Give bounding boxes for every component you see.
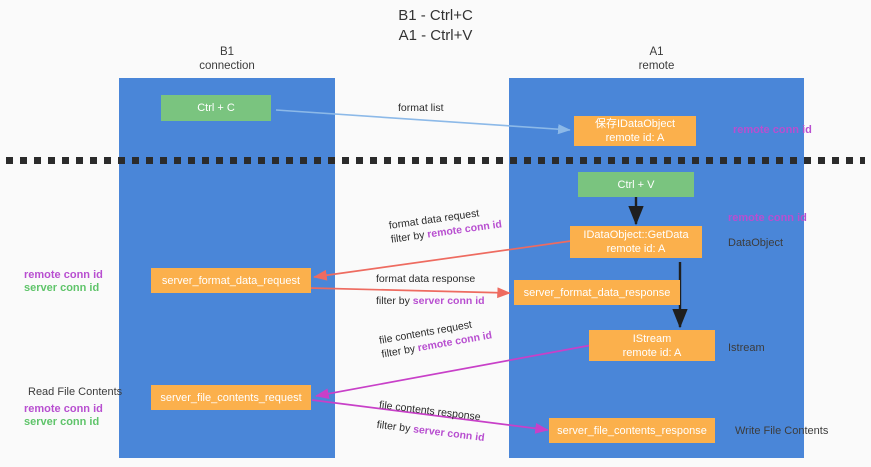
annotation-right-top-remote-conn-id: remote conn id bbox=[733, 124, 812, 136]
node-server-format-data-request-label: server_format_data_request bbox=[161, 274, 301, 287]
node-server-file-contents-response-label: server_file_contents_response bbox=[557, 424, 707, 437]
node-save-idataobject[interactable]: 保存IDataObject remote id: A bbox=[574, 116, 696, 146]
node-ctrl-v-label: Ctrl + V bbox=[617, 178, 655, 191]
annotation-right-mid-remote-conn-id: remote conn id bbox=[728, 212, 807, 224]
annotation-left-read-file-contents: Read File Contents bbox=[28, 386, 123, 398]
node-server-file-contents-request[interactable]: server_file_contents_request bbox=[151, 385, 311, 410]
column-header-b1-role: connection bbox=[199, 60, 255, 72]
node-save-idataobject-line2: remote id: A bbox=[605, 132, 665, 144]
edge-label-format-data-response-line2: filter by server conn id bbox=[376, 294, 485, 308]
edge-label-file-contents-request: file contents request filter by remote c… bbox=[378, 315, 493, 362]
edge-label-file-contents-response-highlight: server conn id bbox=[412, 423, 486, 444]
edge-label-format-data-request-prefix: filter by bbox=[390, 228, 429, 246]
node-idataobject-getdata[interactable]: IDataObject::GetData remote id: A bbox=[570, 226, 702, 258]
node-save-idataobject-line1: 保存IDataObject bbox=[594, 118, 676, 130]
node-server-file-contents-response[interactable]: server_file_contents_response bbox=[549, 418, 715, 443]
edge-label-format-list-text: format list bbox=[398, 102, 444, 114]
edge-label-format-data-request: format data request filter by remote con… bbox=[388, 203, 503, 246]
column-header-b1: B1 connection bbox=[119, 45, 335, 73]
column-header-a1-name: A1 bbox=[649, 46, 664, 58]
edge-label-file-contents-response-prefix: filter by bbox=[375, 418, 414, 436]
node-server-format-data-request[interactable]: server_format_data_request bbox=[151, 268, 311, 293]
annotation-left-remote-conn-id: remote conn id bbox=[24, 269, 103, 281]
node-istream-line1: IStream bbox=[632, 332, 672, 345]
node-istream-line2: remote id: A bbox=[622, 346, 682, 359]
title-line-2: A1 - Ctrl+V bbox=[398, 27, 473, 44]
node-server-file-contents-request-label: server_file_contents_request bbox=[160, 391, 302, 404]
column-header-a1: A1 remote bbox=[509, 45, 804, 73]
annotation-left-server-conn-id: server conn id bbox=[24, 282, 100, 294]
annotation-left-server-conn-id-2: server conn id bbox=[24, 416, 100, 428]
node-idataobject-getdata-line1: IDataObject::GetData bbox=[583, 229, 689, 241]
title-line-1: B1 - Ctrl+C bbox=[398, 7, 473, 24]
node-ctrl-c[interactable]: Ctrl + C bbox=[161, 95, 271, 121]
column-header-b1-name: B1 bbox=[219, 46, 235, 58]
edge-label-format-data-response: format data response filter by server co… bbox=[376, 272, 485, 308]
node-server-format-data-response[interactable]: server_format_data_response bbox=[514, 280, 680, 305]
annotation-right-write-file-contents: Write File Contents bbox=[735, 425, 829, 437]
node-istream[interactable]: IStream remote id: A bbox=[589, 330, 715, 361]
edge-label-file-contents-response: file contents response filter by server … bbox=[376, 398, 488, 445]
edge-label-format-data-response-line1: format data response bbox=[376, 273, 476, 285]
node-server-format-data-response-label: server_format_data_response bbox=[523, 286, 671, 299]
node-idataobject-getdata-line2: remote id: A bbox=[606, 243, 666, 255]
column-header-a1-role: remote bbox=[638, 60, 675, 72]
annotation-right-istream: Istream bbox=[728, 342, 765, 354]
edge-label-format-data-response-prefix: filter by bbox=[376, 295, 413, 307]
node-ctrl-v[interactable]: Ctrl + V bbox=[578, 172, 694, 197]
annotation-right-dataobject: DataObject bbox=[728, 237, 784, 249]
edge-label-format-list: format list bbox=[398, 101, 444, 115]
edge-label-format-data-response-highlight: server conn id bbox=[412, 295, 485, 307]
node-ctrl-c-label: Ctrl + C bbox=[197, 102, 235, 114]
annotation-left-remote-conn-id-2: remote conn id bbox=[24, 403, 103, 415]
section-divider bbox=[6, 157, 865, 164]
page-title: B1 - Ctrl+C A1 - Ctrl+V bbox=[0, 6, 871, 46]
